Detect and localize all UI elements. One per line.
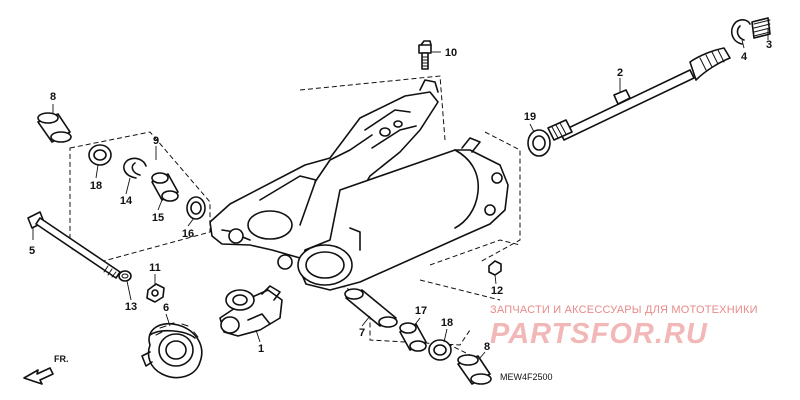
drawing-code: MEW4F2500: [500, 372, 553, 382]
callout-labels: 1 2 3 4 5 6 7 8 8 9 10 11 12 13 14 15 16…: [29, 39, 772, 355]
driveshaft-part-2: [547, 47, 731, 141]
callout-part-13[interactable]: 13: [125, 301, 137, 313]
watermark-tagline: ЗАПЧАСТИ И АКСЕССУАРЫ ДЛЯ МОТОТЕХНИКИ: [490, 304, 758, 316]
callout-part-4[interactable]: 4: [741, 51, 748, 63]
callout-part-7[interactable]: 7: [359, 327, 365, 339]
callout-part-8-bottom[interactable]: 8: [484, 341, 490, 353]
snap-ring-part-14: [123, 157, 147, 179]
universal-joint-part-1: [219, 285, 283, 337]
dust-seal-part-8-top: [37, 112, 72, 143]
callout-part-17[interactable]: 17: [415, 305, 427, 317]
callout-part-2[interactable]: 2: [617, 67, 623, 79]
nut-part-11: [146, 283, 165, 303]
front-arrow-icon: [23, 367, 54, 385]
callout-part-11[interactable]: 11: [149, 262, 161, 274]
circlip-part-4: [730, 19, 751, 45]
callout-part-15[interactable]: 15: [152, 212, 164, 224]
oil-seal-part-19: [527, 129, 551, 157]
callout-part-3[interactable]: 3: [766, 39, 772, 51]
bolt-part-10: [418, 40, 432, 70]
callout-part-6[interactable]: 6: [163, 302, 169, 314]
front-direction-label: FR.: [54, 354, 69, 364]
swingarm-part: [209, 79, 509, 291]
pivot-bolt-part-5: [27, 211, 121, 279]
dust-seal-part-8-bottom: [457, 354, 492, 385]
callout-part-18-right[interactable]: 18: [441, 317, 453, 329]
small-nut-part-12: [488, 260, 502, 276]
seal-part-18-right: [428, 339, 452, 361]
needle-bearing-part-17: [399, 322, 427, 352]
watermark-logo[interactable]: PARTSFOR.RU: [490, 318, 708, 350]
assembly-guide-lines: [69, 75, 521, 361]
leader-lines: [32, 28, 769, 359]
callout-part-8-top[interactable]: 8: [50, 91, 56, 103]
spring-part-3: [751, 17, 771, 39]
callout-part-10[interactable]: 10: [445, 47, 457, 59]
callout-part-14[interactable]: 14: [120, 195, 133, 207]
callout-part-19[interactable]: 19: [524, 111, 536, 123]
front-direction-indicator: FR.: [23, 354, 69, 385]
seal-part-18-left: [88, 144, 112, 166]
final-drive-ring-part-6: [141, 322, 203, 379]
callout-part-1[interactable]: 1: [258, 343, 264, 355]
callout-part-12[interactable]: 12: [491, 285, 503, 297]
ball-bearing-part-16: [186, 196, 206, 220]
callout-part-16[interactable]: 16: [182, 228, 194, 240]
washer-part-13: [118, 270, 132, 282]
needle-bearing-part-15: [151, 172, 179, 202]
callout-part-9[interactable]: 9: [153, 135, 159, 147]
pivot-collar-part-7: [344, 288, 398, 328]
callout-part-18-left[interactable]: 18: [90, 180, 102, 192]
callout-part-5[interactable]: 5: [29, 245, 35, 257]
